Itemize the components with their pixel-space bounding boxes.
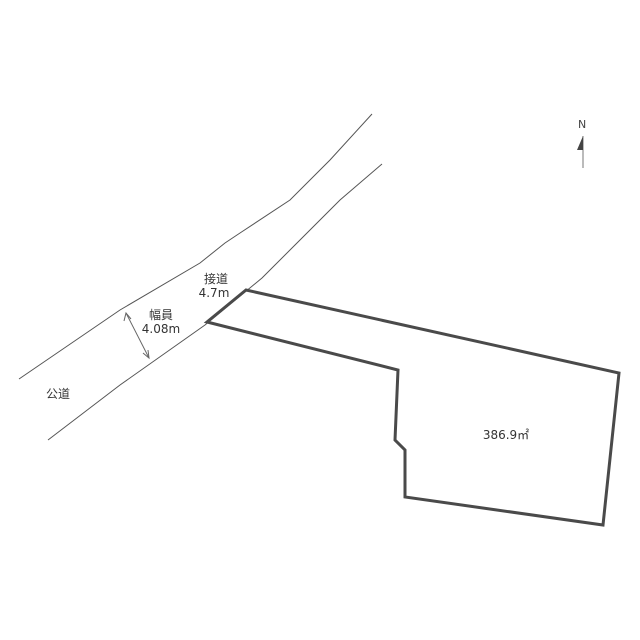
road-width-value: 4.08m <box>141 322 181 336</box>
north-arrow-icon <box>577 136 584 168</box>
lot-outline <box>203 288 621 527</box>
frontage-value: 4.7m <box>198 286 230 300</box>
lot-area: 386.9㎡ <box>482 428 530 442</box>
public-road-label: 公道 <box>45 387 70 401</box>
frontage-label: 接道 <box>203 272 228 286</box>
road-width-label: 幅員 <box>148 308 173 322</box>
north-label: N <box>578 118 587 131</box>
road-width-arrow <box>123 311 150 360</box>
road-edge-lower <box>47 163 383 441</box>
road-edge-upper <box>18 113 373 380</box>
